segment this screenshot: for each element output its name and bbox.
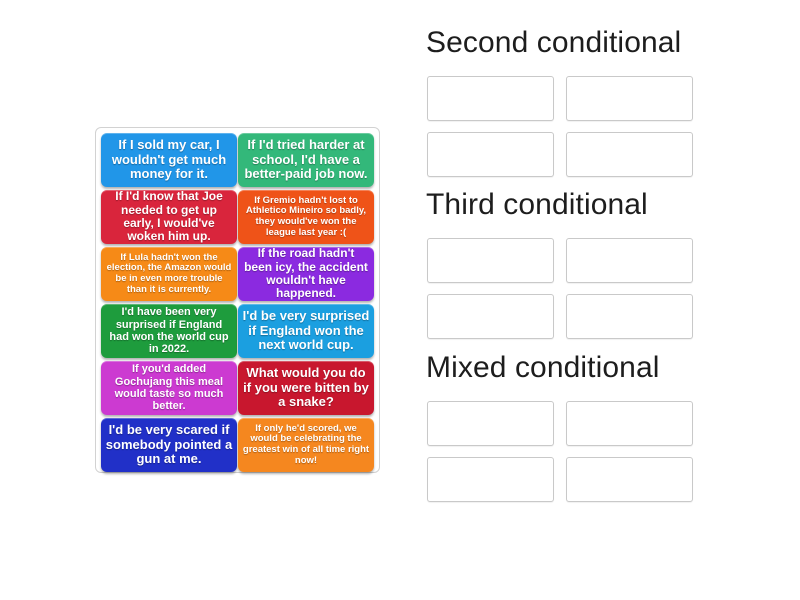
- draggable-tile[interactable]: I'd have been very surprised if England …: [101, 304, 237, 358]
- draggable-tile[interactable]: If only he'd scored, we would be celebra…: [238, 418, 374, 472]
- dropzone-slot[interactable]: [566, 401, 693, 446]
- dropzone-slot[interactable]: [566, 294, 693, 339]
- dropzone-slot[interactable]: [566, 132, 693, 177]
- category-title: Mixed conditional: [426, 351, 660, 384]
- tile-label: If I'd tried harder at school, I'd have …: [244, 137, 368, 182]
- tile-label: If you'd added Gochujang this meal would…: [114, 363, 224, 413]
- dropzone-grid: [427, 76, 718, 177]
- tile-label: If only he'd scored, we would be celebra…: [242, 422, 370, 466]
- dropzone-grid: [427, 401, 718, 502]
- word-tiles-container: If I sold my car, I wouldn't get much mo…: [95, 127, 380, 473]
- dropzone-slot[interactable]: [427, 401, 554, 446]
- category-title: Second conditional: [426, 26, 682, 59]
- dropzone-slot[interactable]: [427, 238, 554, 283]
- dropzone-slot[interactable]: [427, 294, 554, 339]
- draggable-tile[interactable]: If I'd know that Joe needed to get up ea…: [101, 190, 237, 244]
- dropzone-slot[interactable]: [566, 238, 693, 283]
- draggable-tile[interactable]: I'd be very surprised if England won the…: [238, 304, 374, 358]
- draggable-tile[interactable]: If Lula hadn't won the election, the Ama…: [101, 247, 237, 301]
- category-section: Third conditional: [418, 190, 718, 339]
- tile-label: I'd be very scared if somebody pointed a…: [105, 422, 233, 467]
- dropzone-slot[interactable]: [427, 132, 554, 177]
- category-section: Mixed conditional: [418, 353, 718, 502]
- draggable-tile[interactable]: If Gremio hadn't lost to Athletico Minei…: [238, 190, 374, 244]
- category-title: Third conditional: [426, 188, 648, 221]
- tile-label: If Gremio hadn't lost to Athletico Minei…: [245, 194, 367, 238]
- dropzone-slot[interactable]: [566, 457, 693, 502]
- category-section: Second conditional: [418, 28, 718, 177]
- draggable-tile[interactable]: I'd be very scared if somebody pointed a…: [101, 418, 237, 472]
- dropzone-grid: [427, 238, 718, 339]
- draggable-tile[interactable]: If the road hadn't been icy, the acciden…: [238, 247, 374, 301]
- tile-label: I'd be very surprised if England won the…: [242, 308, 370, 353]
- tile-label: I'd have been very surprised if England …: [109, 306, 229, 356]
- draggable-tile[interactable]: If I'd tried harder at school, I'd have …: [238, 133, 374, 187]
- draggable-tile[interactable]: If I sold my car, I wouldn't get much mo…: [101, 133, 237, 187]
- tile-label: If I'd know that Joe needed to get up ea…: [115, 190, 223, 244]
- draggable-tile[interactable]: If you'd added Gochujang this meal would…: [101, 361, 237, 415]
- dropzone-slot[interactable]: [427, 457, 554, 502]
- dropzone-slot[interactable]: [427, 76, 554, 121]
- tile-label: If I sold my car, I wouldn't get much mo…: [111, 137, 227, 182]
- draggable-tile[interactable]: What would you do if you were bitten by …: [238, 361, 374, 415]
- tile-label: What would you do if you were bitten by …: [243, 365, 369, 410]
- tile-label: If the road hadn't been icy, the acciden…: [244, 247, 368, 301]
- dropzone-slot[interactable]: [566, 76, 693, 121]
- tile-label: If Lula hadn't won the election, the Ama…: [106, 251, 232, 295]
